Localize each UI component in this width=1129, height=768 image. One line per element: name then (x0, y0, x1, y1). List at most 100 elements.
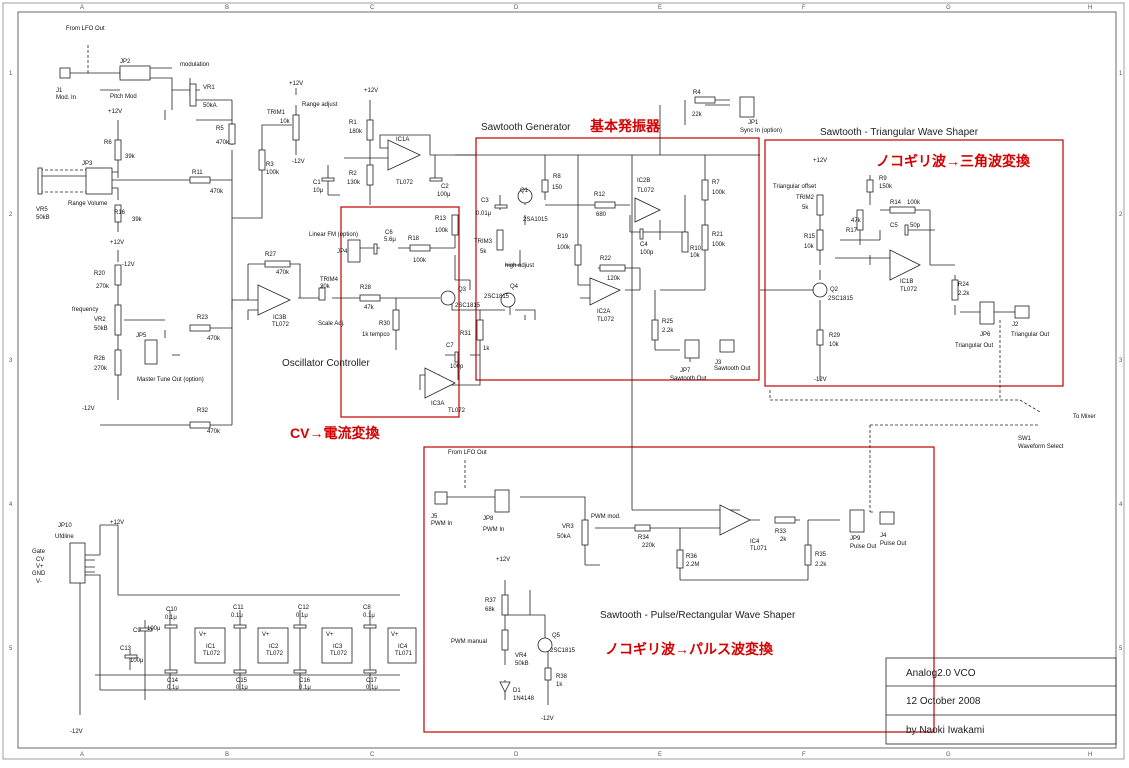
q3-label: Q3 (458, 287, 467, 293)
jp5-symbol (144, 339, 158, 365)
c5-value: 50p (910, 223, 921, 229)
title-block-date: 12 October 2008 (906, 696, 981, 707)
ufdline-label: Ufdline (55, 534, 74, 540)
component-labels: From LFO Out modulation J1 Mod. In JP2 P… (32, 26, 1096, 735)
r23-label: R23 (197, 315, 209, 321)
r1-value: 180k (349, 129, 363, 135)
c12-label: C12 (298, 605, 310, 611)
r11-value: 470k (210, 189, 224, 195)
cv-current-jp-title: CV→電流変換 (290, 425, 380, 441)
jp8-label: JP8 (483, 516, 494, 522)
ic3-power-value: TL072 (330, 651, 348, 657)
vr3-value: 50kA (557, 534, 571, 540)
c2-value: 100μ (437, 192, 451, 198)
r28-value: 47k (364, 305, 375, 311)
ic4-vplus: V+ (391, 632, 399, 638)
r18-symbol (409, 244, 431, 252)
j5-label: J5 (431, 514, 438, 520)
grid-row-4: 4 (9, 502, 13, 508)
grid-col-g-bottom: G (946, 752, 951, 758)
tri-shaper-title: Sawtooth - Triangular Wave Shaper (820, 127, 979, 138)
r13-symbol (451, 214, 459, 236)
r29-symbol (816, 329, 824, 346)
sync-in-label: Sync In (option) (740, 128, 782, 134)
q1-label: Q1 (520, 188, 529, 194)
r33-symbol (774, 516, 796, 524)
r11-label: R11 (192, 170, 203, 176)
minus12v-5-label: -12V (541, 716, 554, 722)
ic2-power-label: IC2 (269, 644, 279, 650)
r4-value: 22k (692, 112, 703, 118)
r37-label: R37 (485, 598, 497, 604)
c13-label: C13 (120, 646, 132, 652)
mod-in-label: Mod. In (56, 95, 76, 101)
r29-value: 10k (829, 342, 840, 348)
c6-value: 5.6μ (384, 237, 396, 243)
r34-value: 220k (642, 543, 656, 549)
ic2b-label: IC2B (637, 178, 650, 184)
c15-label: C15 (236, 678, 248, 684)
ic1b-value: TL072 (900, 287, 918, 293)
c14-value: 0.1μ (167, 685, 179, 691)
vr2-symbol (114, 304, 122, 336)
c11-label: C11 (233, 605, 244, 611)
j2-symbol (1014, 305, 1030, 319)
gnd-label: GND (32, 571, 46, 577)
j3-symbol (719, 339, 735, 353)
r19-symbol (574, 244, 582, 266)
q3-symbol (440, 290, 456, 306)
q4-label: Q4 (510, 284, 519, 290)
c3-label: C3 (481, 198, 489, 204)
j4-symbol (879, 511, 895, 525)
grid-row-3-right: 3 (1119, 358, 1123, 364)
trim2-label: TRIM2 (796, 195, 815, 201)
c6-symbol (373, 243, 378, 255)
r8-symbol (541, 179, 549, 193)
pulse-out-label-2: Pulse Out (880, 541, 907, 547)
vr5-label: VR5 (36, 207, 48, 213)
minus12v-6-label: -12V (70, 729, 83, 735)
r20-label: R20 (94, 271, 106, 277)
r24-symbol (951, 279, 959, 301)
jp9-label: JP9 (850, 536, 861, 542)
r20-symbol (114, 264, 122, 286)
grid-col-d: D (514, 5, 519, 11)
r26-label: R26 (94, 356, 106, 362)
r32-value: 470k (207, 429, 221, 435)
c4-symbol (639, 228, 644, 240)
jp6-label: JP6 (980, 332, 991, 338)
pulse-shaper-jp-title: ノコギリ波→パルス波変換 (605, 641, 774, 657)
from-lfo-label: From LFO Out (66, 26, 105, 32)
r30-value: 1k tempco (362, 332, 390, 338)
vr1-symbol (189, 83, 197, 107)
ic1a-symbol (387, 139, 421, 171)
ic2a-label: IC2A (597, 309, 610, 315)
grid-row-2-right: 2 (1119, 212, 1123, 218)
r24-label: R24 (958, 282, 970, 288)
ic2b-value: TL072 (637, 188, 655, 194)
grid-col-a: A (80, 5, 84, 11)
inner-frame (17, 11, 1117, 749)
r4-label: R4 (693, 90, 701, 96)
vr4-value: 50kB (515, 661, 529, 667)
grid-col-a-bottom: A (80, 752, 84, 758)
r16-value: 39k (132, 217, 143, 223)
vr5-value: 50kB (36, 215, 50, 221)
pulse-shaper-title: Sawtooth - Pulse/Rectangular Wave Shaper (600, 610, 796, 621)
jp7-symbol (684, 339, 700, 359)
q2-label: Q2 (830, 287, 839, 293)
vr1-value: 50kA (203, 103, 217, 109)
grid-row-1-right: 1 (1119, 71, 1123, 77)
vplus-label: V+ (36, 564, 44, 570)
c7-value: 100p (450, 364, 464, 370)
c7-label: C7 (446, 343, 454, 349)
r2-symbol (366, 164, 374, 186)
r15-label: R15 (804, 234, 816, 240)
r32-label: R32 (197, 408, 209, 414)
c1-label: C1 (313, 180, 321, 186)
r1-symbol (366, 119, 374, 141)
high-adjust-label: high adjust (505, 263, 534, 269)
grid-col-c-bottom: C (370, 752, 375, 758)
grid-col-c: C (370, 5, 375, 11)
r5-label: R5 (216, 126, 224, 132)
